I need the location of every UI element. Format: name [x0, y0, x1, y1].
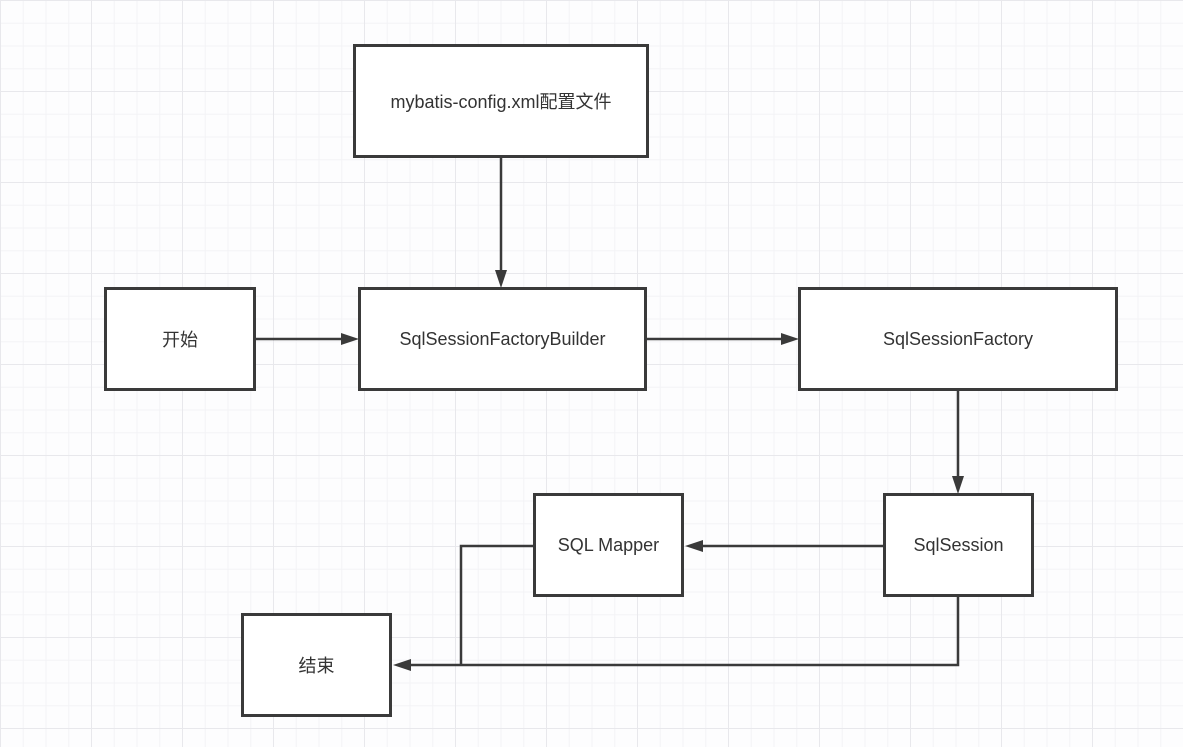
connector-builder-factory[interactable]: [647, 333, 799, 345]
node-label: SqlSessionFactory: [882, 328, 1034, 349]
connector-config-builder[interactable]: [495, 158, 507, 288]
arrowhead-left-icon: [685, 540, 703, 552]
node-label: SQL Mapper: [557, 534, 660, 555]
arrowhead-down-icon: [952, 476, 964, 494]
arrowhead-down-icon: [495, 270, 507, 288]
node-sqlsessionfactory[interactable]: SqlSessionFactory: [798, 287, 1118, 391]
node-sqlsession[interactable]: SqlSession: [883, 493, 1034, 597]
connector-mapper-end[interactable]: [459, 544, 533, 665]
node-start[interactable]: 开始: [104, 287, 256, 391]
arrowhead-right-icon: [781, 333, 799, 345]
node-label: SqlSession: [913, 534, 1004, 555]
node-label: 开始: [162, 330, 198, 350]
connector-session-mapper[interactable]: [685, 540, 883, 552]
node-mybatis-config[interactable]: mybatis-config.xml配置文件: [353, 44, 649, 158]
node-label: mybatis-config.xml配置文件: [390, 92, 612, 112]
arrowhead-right-icon: [341, 333, 359, 345]
arrowhead-left-icon: [393, 659, 411, 671]
node-label: SqlSessionFactoryBuilder: [399, 328, 606, 349]
node-sqlsessionfactorybuilder[interactable]: SqlSessionFactoryBuilder: [358, 287, 647, 391]
connector-start-builder[interactable]: [256, 333, 359, 345]
node-end[interactable]: 结束: [241, 613, 392, 717]
connector-factory-session[interactable]: [952, 391, 964, 494]
connector-session-end[interactable]: [393, 597, 960, 671]
node-sql-mapper[interactable]: SQL Mapper: [533, 493, 684, 597]
node-label: 结束: [298, 656, 335, 676]
